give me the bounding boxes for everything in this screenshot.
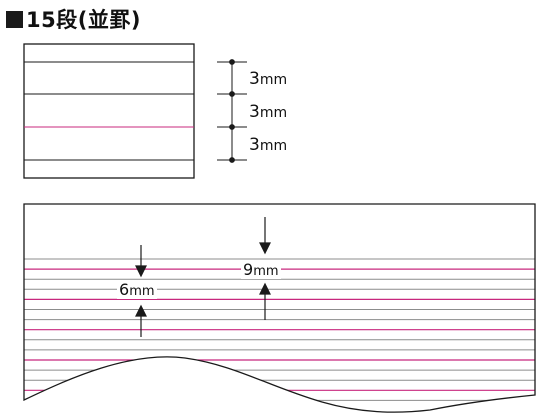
dimension-scale [217, 59, 247, 163]
gap-label-9mm: 9mm [241, 260, 281, 279]
arrow-down-icon [135, 265, 147, 278]
dimension-label-2: 3mm [248, 102, 289, 122]
dimension-dot [229, 157, 235, 163]
gap-label-6mm: 6mm [117, 280, 157, 299]
black-square-icon [6, 10, 23, 28]
title-text: 15段(並罫) [26, 8, 141, 32]
dimension-dot [229, 59, 235, 65]
sample-box-frame [23, 43, 195, 179]
arrow-9mm [259, 217, 271, 320]
arrow-6mm [135, 245, 147, 337]
dimension-label-1: 3mm [248, 69, 289, 89]
dimension-label-3: 3mm [248, 135, 289, 155]
diagram-title: 15段(並罫) [6, 3, 141, 35]
ruled-sheet [23, 203, 536, 413]
dimension-dot [229, 91, 235, 97]
dimension-dot [229, 124, 235, 130]
arrow-down-icon [259, 242, 271, 255]
ruled-sample-box [23, 43, 195, 179]
sheet-outline [23, 203, 536, 413]
